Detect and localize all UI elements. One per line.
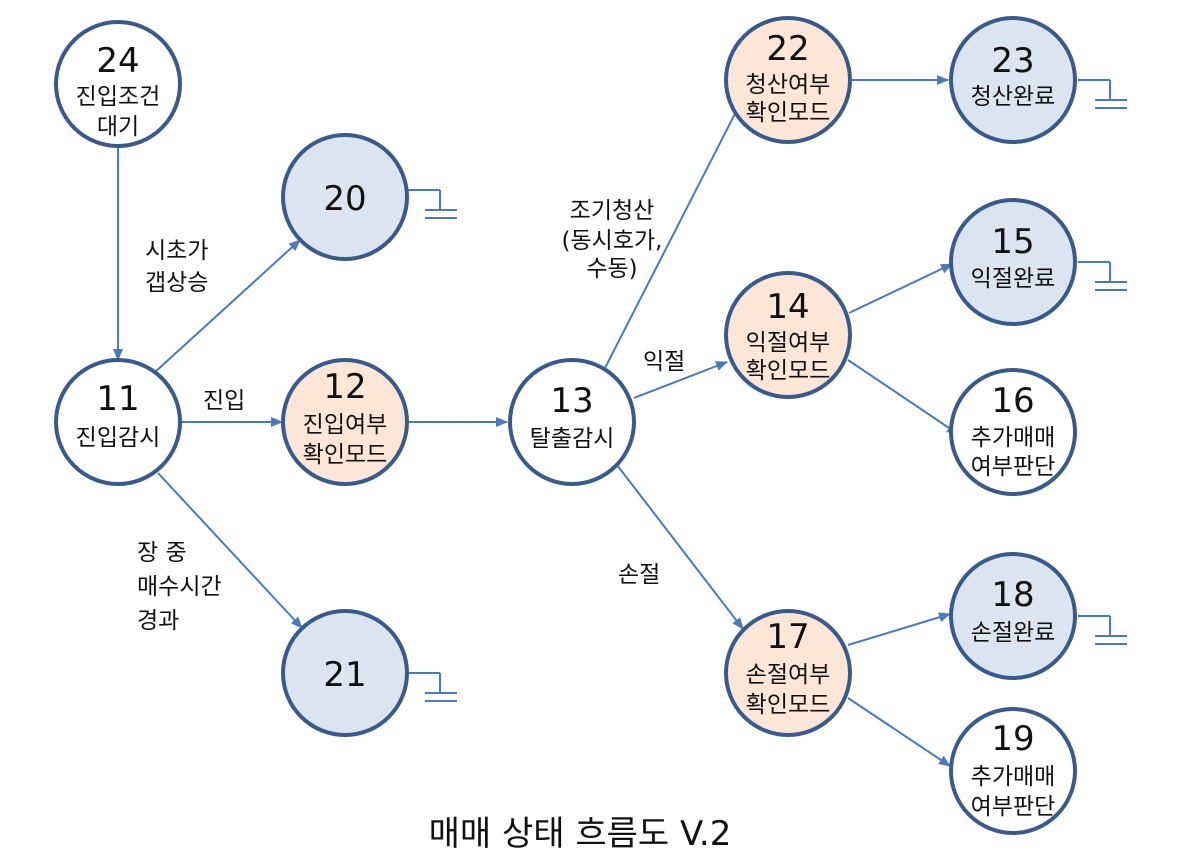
edge-13-to-14 — [633, 361, 728, 399]
state-label: 진입여부 — [303, 412, 388, 438]
state-number: 24 — [96, 41, 139, 81]
edge-11-to-20 — [154, 239, 301, 373]
edge-label-stop-loss: 손절 — [618, 562, 660, 588]
state-label: 확인모드 — [746, 692, 831, 718]
state-label: 익절여부 — [746, 330, 831, 356]
state-number: 19 — [991, 719, 1034, 759]
state-node-15: 15 익절완료 — [949, 198, 1077, 326]
edge-label-time-elapsed: 장 중 — [137, 540, 187, 566]
edge-17-to-18 — [847, 612, 951, 646]
edge-label-time-elapsed: 경과 — [137, 608, 179, 634]
state-number: 17 — [766, 617, 809, 657]
state-label: 여부판단 — [971, 794, 1056, 820]
state-label: 익절완료 — [971, 266, 1056, 292]
state-node-18: 18 손절완료 — [949, 552, 1077, 680]
edge-label-time-elapsed: 매수시간 — [137, 574, 222, 600]
edge-labels: 시초가 갭상승 진입 장 중 매수시간 경과 조기청산 (동시호가, 수동) 익… — [137, 198, 685, 634]
state-node-24: 24 진입조건 대기 — [54, 20, 182, 148]
state-node-13: 13 탈출감시 — [508, 358, 636, 486]
edge-label-early-close: 수동) — [586, 256, 637, 282]
state-label: 청산여부 — [746, 72, 831, 98]
state-node-21: 21 — [281, 609, 409, 737]
state-label: 여부판단 — [971, 454, 1056, 480]
ground-icon — [1078, 79, 1127, 109]
edge-14-to-16 — [847, 359, 959, 435]
edge-label-early-close: (동시호가, — [562, 228, 663, 254]
state-number: 14 — [766, 287, 809, 327]
ground-icon — [408, 672, 457, 702]
state-node-11: 11 진입감시 — [54, 358, 182, 486]
state-number: 18 — [991, 575, 1034, 615]
ground-icon — [1078, 261, 1127, 291]
ground-icon — [408, 189, 457, 219]
edge-11-to-21 — [157, 472, 303, 629]
state-number: 22 — [766, 29, 809, 69]
state-label: 진입조건 — [76, 84, 161, 110]
state-node-20: 20 — [281, 133, 409, 261]
edge-label-entry: 진입 — [203, 388, 245, 414]
edge-13-to-17 — [616, 464, 744, 630]
state-node-23: 23 청산완료 — [949, 16, 1077, 144]
state-node-16: 16 추가매매 여부판단 — [949, 368, 1077, 496]
state-number: 23 — [991, 41, 1034, 81]
edge-14-to-15 — [848, 263, 953, 314]
terminal-symbols — [408, 79, 1127, 702]
edge-label-early-close: 조기청산 — [570, 198, 655, 224]
edges — [113, 75, 959, 767]
state-label: 확인모드 — [746, 358, 831, 384]
state-node-14: 14 익절여부 확인모드 — [724, 271, 852, 399]
state-node-22: 22 청산여부 확인모드 — [724, 16, 852, 144]
state-label: 추가매매 — [971, 425, 1056, 451]
state-node-17: 17 손절여부 확인모드 — [724, 609, 852, 737]
state-label: 탈출감시 — [530, 426, 615, 452]
state-number: 13 — [550, 381, 593, 421]
state-label: 청산완료 — [971, 84, 1056, 110]
state-label: 추가매매 — [971, 764, 1056, 790]
state-number: 11 — [96, 379, 139, 419]
edge-label-gap-up: 갭상승 — [145, 270, 208, 296]
nodes: 24 진입조건 대기 20 11 진입감시 12 진입여부 확인모드 21 13… — [54, 16, 1077, 835]
state-node-12: 12 진입여부 확인모드 — [281, 358, 409, 486]
state-label: 진입감시 — [76, 425, 161, 451]
edge-13-to-22 — [604, 99, 743, 369]
state-number: 21 — [323, 655, 366, 695]
state-node-19: 19 추가매매 여부판단 — [949, 707, 1077, 835]
edge-label-take-profit: 익절 — [643, 349, 685, 375]
state-label: 손절여부 — [746, 662, 831, 688]
state-label: 확인모드 — [746, 100, 831, 126]
state-label: 손절완료 — [971, 620, 1056, 646]
state-number: 16 — [991, 381, 1034, 421]
ground-icon — [1078, 615, 1127, 645]
state-label: 대기 — [97, 114, 139, 140]
edge-17-to-19 — [847, 697, 951, 767]
state-number: 20 — [323, 179, 366, 219]
diagram-title: 매매 상태 흐름도 V.2 — [429, 814, 732, 854]
state-number: 15 — [991, 222, 1034, 262]
state-number: 12 — [323, 367, 366, 407]
state-label: 확인모드 — [303, 442, 388, 468]
edge-label-gap-up: 시초가 — [145, 238, 208, 264]
